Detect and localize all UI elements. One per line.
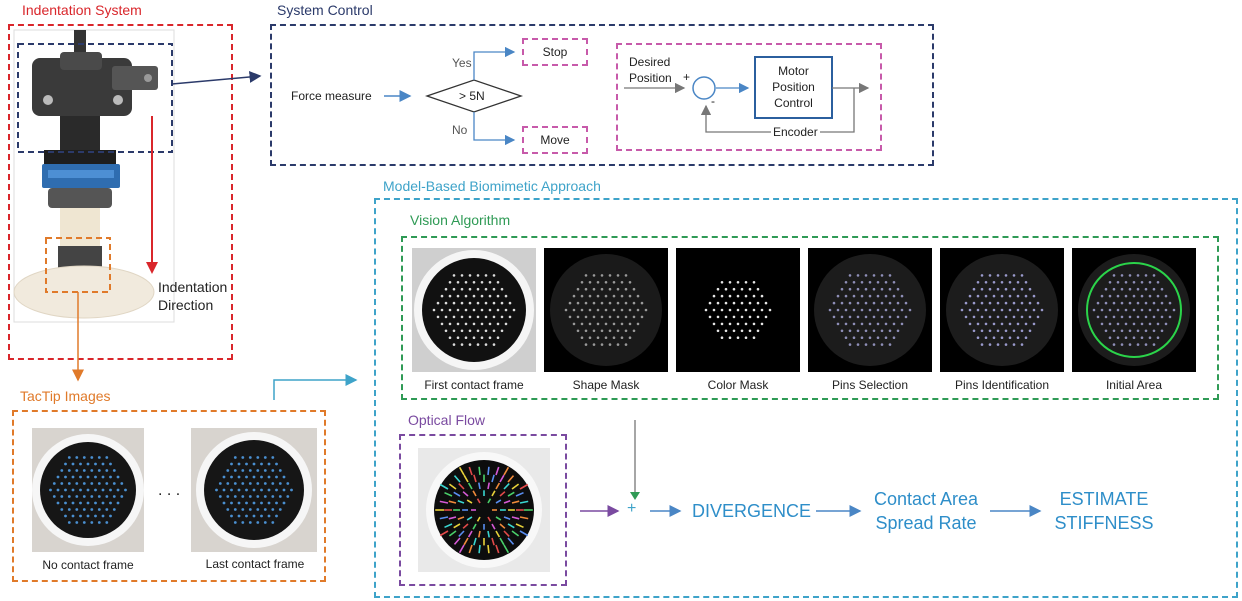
sum-minus-label: - bbox=[711, 94, 715, 108]
desired-label-line1: Desired bbox=[629, 55, 671, 69]
sum-plus-label: + bbox=[683, 70, 691, 84]
no-contact-caption: No contact frame bbox=[42, 558, 134, 572]
vision-step-6-caption: Initial Area bbox=[1105, 378, 1163, 392]
vision-step-5-caption: Pins Identification bbox=[954, 378, 1050, 392]
vision-step-3-caption: Color Mask bbox=[707, 378, 769, 392]
condition-label: > 5N bbox=[459, 89, 485, 103]
optical-flow-box bbox=[399, 434, 567, 586]
no-label: No bbox=[452, 123, 468, 137]
tactip-ellipsis: . . . bbox=[158, 482, 181, 499]
indentation-label-line1: Indentation bbox=[158, 279, 228, 295]
stop-box bbox=[522, 38, 588, 66]
estimate-line1: ESTIMATE bbox=[1059, 489, 1149, 509]
pipeline-plus: + bbox=[627, 500, 637, 517]
desired-label-line2: Position bbox=[629, 71, 672, 85]
shape-mask-image bbox=[544, 248, 668, 372]
contact-area-line2: Spread Rate bbox=[875, 513, 977, 533]
vision-algorithm-title: Vision Algorithm bbox=[410, 212, 511, 228]
estimate-line2: STIFFNESS bbox=[1054, 513, 1154, 533]
optical-flow-title: Optical Flow bbox=[408, 412, 486, 428]
vision-step-4-caption: Pins Selection bbox=[831, 378, 909, 392]
system-control-box bbox=[270, 24, 934, 166]
divergence-label: DIVERGENCE bbox=[692, 501, 812, 521]
system-control-title: System Control bbox=[277, 2, 373, 18]
vision-step-2-caption: Shape Mask bbox=[572, 378, 640, 392]
optical-flow-image bbox=[418, 448, 550, 572]
no-contact-frame-image bbox=[32, 428, 144, 552]
pins-identification-image bbox=[940, 248, 1064, 372]
model-based-box bbox=[374, 198, 1238, 598]
vision-step-1-caption: First contact frame bbox=[424, 378, 524, 392]
motor-label-line3: Control bbox=[774, 96, 813, 110]
last-contact-caption: Last contact frame bbox=[205, 557, 305, 571]
encoder-label: Encoder bbox=[771, 125, 820, 139]
motor-control-box bbox=[616, 43, 882, 151]
last-contact-frame-image bbox=[191, 428, 317, 552]
indentation-system-box bbox=[8, 24, 233, 360]
force-measure-label: Force measure bbox=[291, 89, 372, 103]
contact-area-line1: Contact Area bbox=[873, 489, 979, 509]
tactip-images-box bbox=[12, 410, 326, 582]
color-mask-image bbox=[676, 248, 800, 372]
initial-area-image bbox=[1072, 248, 1196, 372]
yes-label: Yes bbox=[452, 56, 472, 70]
indentation-label-line2: Direction bbox=[158, 297, 214, 313]
move-box bbox=[522, 126, 588, 154]
model-based-title: Model-Based Biomimetic Approach bbox=[383, 178, 601, 194]
vision-algorithm-box bbox=[401, 236, 1219, 400]
indentation-system-title: Indentation System bbox=[22, 2, 142, 18]
tactip-images-title: TacTip Images bbox=[20, 388, 111, 404]
pins-selection-image bbox=[808, 248, 932, 372]
stop-label: Stop bbox=[542, 45, 568, 59]
first-contact-frame-image bbox=[412, 248, 536, 372]
motor-label-line1: Motor bbox=[778, 64, 809, 78]
move-label: Move bbox=[540, 133, 570, 147]
motor-label-line2: Position bbox=[772, 80, 815, 94]
